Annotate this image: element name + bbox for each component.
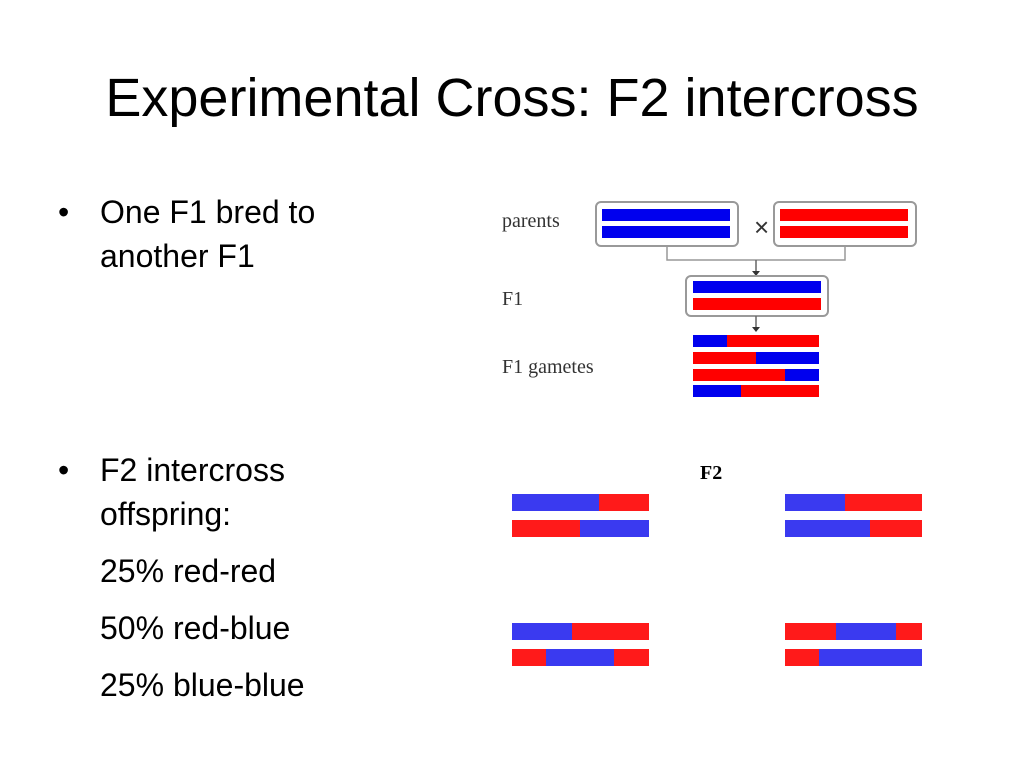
bullet-text-line: another F1 — [100, 238, 255, 274]
f2-offspring-bottom-left — [512, 623, 649, 666]
gamete-segment-red — [693, 352, 756, 364]
f2-segment-red — [785, 623, 836, 640]
gamete-segment-red — [727, 335, 819, 347]
f2-segment-red — [845, 494, 922, 511]
f2-segment-red — [572, 623, 649, 640]
f2-offspring-top-left — [512, 494, 649, 537]
f2-segment-blue — [580, 520, 649, 537]
f2-segment-red — [512, 649, 546, 666]
gamete-segment-blue — [785, 369, 819, 381]
f2-segment-red — [599, 494, 649, 511]
f2-segment-red — [614, 649, 649, 666]
connector-line — [666, 246, 846, 261]
chromosome-red — [693, 298, 821, 310]
ratio-red-red: 25% red-red — [100, 553, 277, 589]
arrowhead-icon — [752, 327, 760, 332]
cross-diagram: × — [490, 180, 960, 680]
chromosome-blue — [693, 281, 821, 293]
f2-offspring-top-right — [785, 494, 922, 537]
f2-offspring-bottom-right — [785, 623, 922, 666]
ratio-blue-blue: 25% blue-blue — [100, 667, 305, 703]
slide-title: Experimental Cross: F2 intercross — [105, 68, 919, 128]
f2-segment-blue — [819, 649, 922, 666]
chromosome-blue — [602, 226, 730, 238]
label-f2: F2 — [700, 462, 723, 484]
f2-segment-red — [512, 520, 580, 537]
bullet-item-f1-cross: • One F1 bred to another F1 — [58, 190, 418, 278]
parent-blue-box — [595, 201, 739, 247]
f2-segment-blue — [546, 649, 614, 666]
parent-red-box — [773, 201, 917, 247]
gamete-segment-red — [693, 369, 785, 381]
ratio-red-blue: 50% red-blue — [100, 610, 291, 646]
cross-diagram-svg: × — [512, 201, 922, 666]
f2-segment-blue — [512, 623, 572, 640]
bullet-text-line: offspring: — [100, 496, 232, 532]
bullet-text-line: F2 intercross — [100, 452, 285, 488]
chromosome-red — [780, 226, 908, 238]
bullet-marker: • — [58, 452, 70, 488]
cross-symbol-icon: × — [754, 212, 769, 242]
f2-segment-red — [896, 623, 922, 640]
label-parents: parents — [502, 210, 560, 232]
bullet-marker: • — [58, 194, 70, 230]
f2-segment-blue — [512, 494, 599, 511]
f2-segment-blue — [836, 623, 896, 640]
gamete-segment-blue — [756, 352, 819, 364]
f2-segment-blue — [785, 520, 870, 537]
f2-segment-red — [870, 520, 922, 537]
label-f1-gametes: F1 gametes — [502, 356, 594, 378]
f1-gametes — [693, 335, 819, 397]
gamete-segment-red — [741, 385, 819, 397]
f1-box — [685, 275, 829, 317]
arrowhead-icon — [752, 271, 760, 276]
chromosome-red — [780, 209, 908, 221]
gamete-segment-blue — [693, 335, 727, 347]
gamete-segment-blue — [693, 385, 741, 397]
label-f1: F1 — [502, 288, 524, 310]
chromosome-blue — [602, 209, 730, 221]
bullet-list: • One F1 bred to another F1 • F2 intercr… — [58, 190, 418, 707]
bullet-item-f2-offspring: • F2 intercross offspring: — [58, 448, 418, 536]
f2-segment-red — [785, 649, 819, 666]
f2-segment-blue — [785, 494, 845, 511]
bullet-text-line: One F1 bred to — [100, 194, 316, 230]
